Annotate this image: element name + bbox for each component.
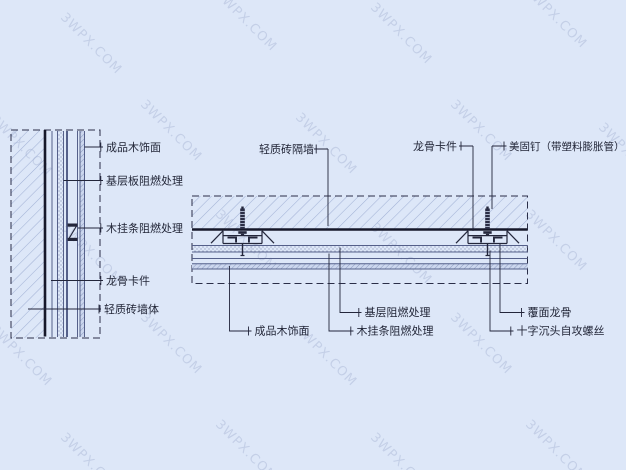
label-facing-keel: 覆面龙骨 xyxy=(528,306,572,319)
label-brick-partition: 轻质砖隔墙 xyxy=(259,142,314,156)
ceiling-section: 轻质砖隔墙 龙骨卡件 美固钉（带塑料膨胀管） 成品木饰面 基层阻燃处理 木挂条阻… xyxy=(191,140,625,338)
wall-section: 成品木饰面 基层板阻燃处理 木挂条阻燃处理 龙骨卡件 轻质砖墙体 xyxy=(10,129,183,339)
section-dashed-boundary xyxy=(10,129,101,339)
label-keel-clip: 龙骨卡件 xyxy=(413,140,457,153)
section-dashed-boundary xyxy=(191,195,528,284)
watermark-text: 3WPX.COM xyxy=(367,430,435,470)
label-base-layer: 基层阻燃处理 xyxy=(365,305,431,319)
watermark-text: 3WPX.COM xyxy=(367,0,435,68)
label-keel-clip: 龙骨卡件 xyxy=(106,274,150,287)
label-base-board: 基层板阻燃处理 xyxy=(106,173,183,187)
watermark-text: 3WPX.COM xyxy=(212,0,280,55)
label-finish-veneer: 成品木饰面 xyxy=(255,324,310,338)
wall-finish-layers xyxy=(51,131,85,337)
watermark-text: 3WPX.COM xyxy=(57,430,125,470)
label-finish-veneer: 成品木饰面 xyxy=(106,140,161,154)
watermark-text: 3WPX.COM xyxy=(137,97,205,165)
z-clip-symbol xyxy=(67,223,78,241)
label-brick-wall: 轻质砖墙体 xyxy=(104,302,159,316)
label-self-tapping-screw: 十字沉头自攻螺丝 xyxy=(517,324,605,338)
partition-hatch xyxy=(192,196,528,230)
watermark-text: 3WPX.COM xyxy=(447,97,515,165)
ceiling-section-leaders xyxy=(229,141,525,336)
masonry-hatch xyxy=(11,130,45,338)
wall-section-leaders xyxy=(28,142,103,314)
label-expansion-nail: 美固钉（带塑料膨胀管） xyxy=(509,140,625,153)
ceiling-finish-layers xyxy=(192,245,528,270)
label-wood-batten: 木挂条阻燃处理 xyxy=(106,221,183,235)
watermark-text: 3WPX.COM xyxy=(522,417,590,470)
watermark-text: 3WPX.COM xyxy=(212,417,280,470)
watermark-text: 3WPX.COM xyxy=(522,0,590,52)
watermark-text: 3WPX.COM xyxy=(137,310,205,378)
watermark-text: 3WPX.COM xyxy=(595,120,626,188)
watermark-text: 3WPX.COM xyxy=(447,310,515,378)
watermark-text: 3WPX.COM xyxy=(57,10,125,78)
label-wood-batten: 木挂条阻燃处理 xyxy=(357,324,434,338)
watermark-text: 3WPX.COM xyxy=(522,207,590,275)
